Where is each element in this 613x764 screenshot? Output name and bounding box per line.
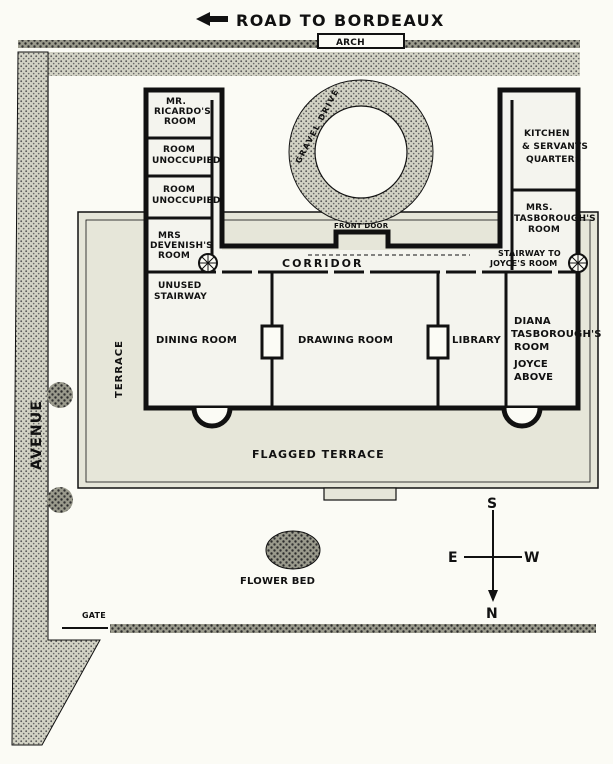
fireplace-icon — [260, 324, 284, 360]
tree — [47, 487, 73, 513]
road-arrow-icon — [196, 12, 228, 26]
bay-window-left — [191, 407, 233, 429]
arch-label: ARCH — [336, 38, 365, 48]
tree — [47, 382, 73, 408]
steps — [323, 487, 397, 501]
house-walls — [143, 87, 581, 411]
flagged-terrace-label: FLAGGED TERRACE — [252, 448, 385, 461]
bottom-hedge — [110, 624, 596, 633]
room-library: LIBRARY — [452, 335, 502, 346]
spiral-stair-left-icon — [198, 253, 218, 273]
flower-bed-label: FLOWER BED — [240, 576, 315, 587]
flower-bed — [265, 530, 321, 570]
compass-w: W — [524, 550, 539, 566]
avenue-path — [11, 51, 101, 746]
house-floor — [146, 90, 578, 408]
road-label: ROAD TO BORDEAUX — [236, 11, 445, 30]
compass-e: E — [448, 550, 458, 566]
room-drawing: DRAWING ROOM — [298, 335, 393, 346]
arch — [317, 33, 405, 49]
room-dining: DINING ROOM — [156, 335, 237, 346]
bay-window-right — [501, 407, 543, 429]
compass-arrow-icon — [488, 590, 498, 602]
compass-n: N — [486, 606, 498, 622]
corridor-label: CORRIDOR — [282, 257, 363, 270]
avenue-label: AVENUE — [29, 400, 45, 470]
fireplace-icon — [426, 324, 450, 360]
top-drive — [48, 52, 580, 76]
terrace-label: TERRACE — [114, 340, 125, 398]
compass-s: S — [487, 496, 497, 512]
front-door-label: FRONT DOOR — [334, 222, 389, 230]
top-hedge — [18, 40, 580, 48]
gate-label: GATE — [82, 611, 106, 620]
drive-center — [314, 105, 408, 199]
spiral-stair-right-icon — [568, 253, 588, 273]
